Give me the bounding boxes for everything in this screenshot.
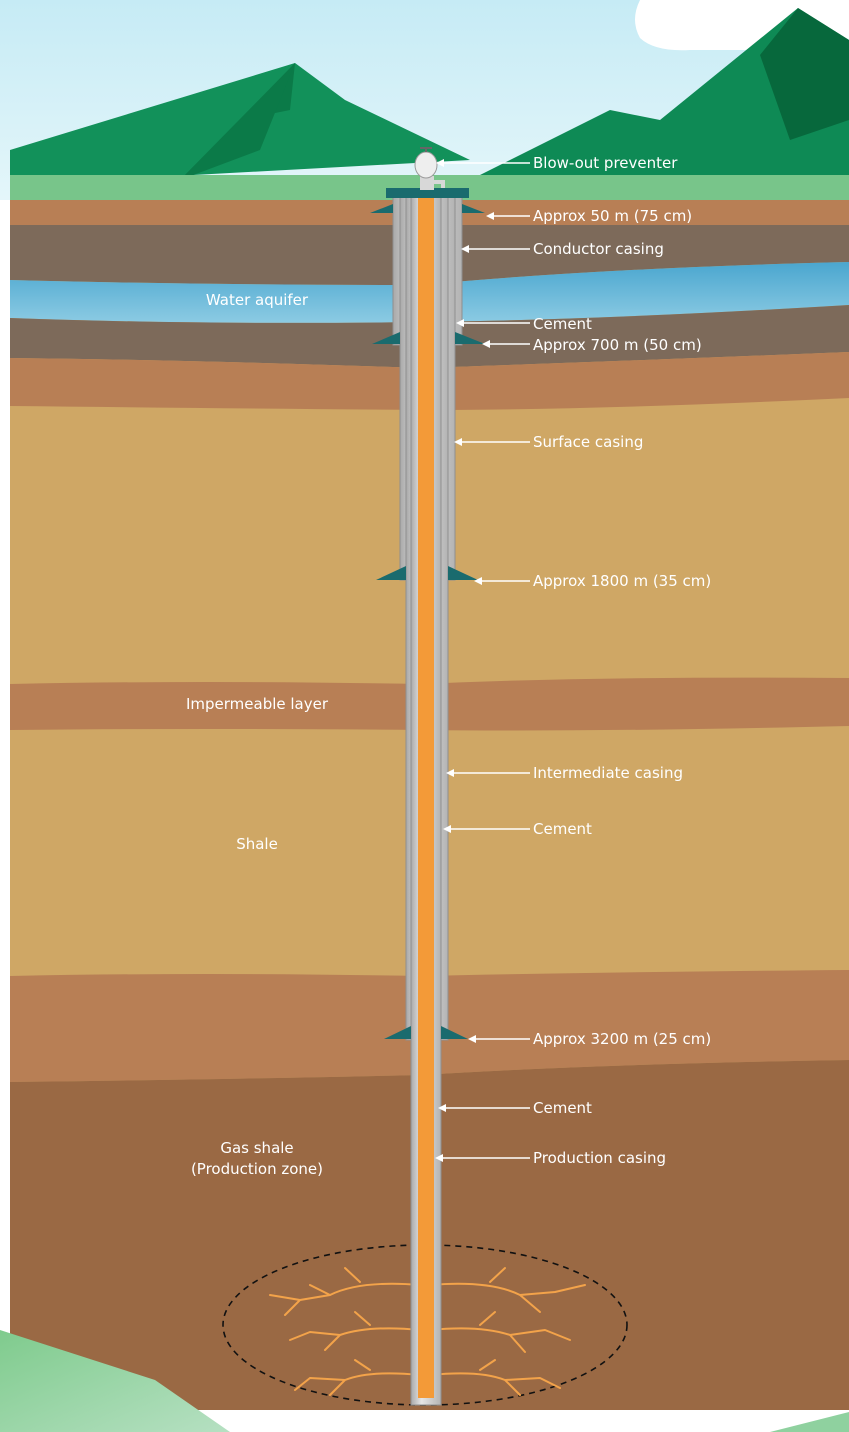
label-cement-middle: Cement <box>533 820 592 838</box>
arrow-cement-upper <box>456 319 530 327</box>
label-gas-shale: Gas shale <box>220 1139 293 1157</box>
label-approx-700m: Approx 700 m (50 cm) <box>533 336 702 354</box>
arrow-surface-casing <box>454 438 530 446</box>
arrow-production-casing <box>435 1154 530 1162</box>
blowout-preventer-icon <box>414 151 438 179</box>
label-approx-50m: Approx 50 m (75 cm) <box>533 207 692 225</box>
arrow-intermediate-casing <box>446 769 530 777</box>
arrow-50m <box>486 212 530 220</box>
annotation-labels: Blow-out preventer Approx 50 m (75 cm) C… <box>533 154 711 1167</box>
mountains <box>10 8 849 185</box>
shoe-50m <box>370 204 485 213</box>
label-conductor-casing: Conductor casing <box>533 240 664 258</box>
label-intermediate-casing: Intermediate casing <box>533 764 683 782</box>
label-cement-lower: Cement <box>533 1099 592 1117</box>
casing-shoes <box>370 204 485 1039</box>
label-production-zone: (Production zone) <box>191 1160 323 1178</box>
arrow-blowout-preventer <box>436 159 530 167</box>
layer-labels: Water aquifer Impermeable layer Shale Ga… <box>186 291 329 1178</box>
label-blowout-preventer: Blow-out preventer <box>533 154 678 172</box>
annotation-arrows <box>435 159 530 1162</box>
shoe-3200m <box>384 1026 468 1039</box>
label-water-aquifer: Water aquifer <box>206 291 309 309</box>
arrow-1800m <box>474 577 530 585</box>
arrow-conductor-casing <box>461 245 530 253</box>
label-surface-casing: Surface casing <box>533 433 643 451</box>
label-impermeable-layer: Impermeable layer <box>186 695 329 713</box>
well-casings <box>392 194 463 1406</box>
grass-corner-right <box>770 1412 849 1432</box>
grass-corner-left <box>0 1330 230 1432</box>
arrow-700m <box>482 340 530 348</box>
wellhead <box>386 147 469 198</box>
arrow-cement-lower <box>438 1104 530 1112</box>
well-bore-core <box>418 198 434 1398</box>
arrow-cement-middle <box>443 825 530 833</box>
label-approx-1800m: Approx 1800 m (35 cm) <box>533 572 711 590</box>
shoe-1800m <box>376 566 478 580</box>
label-shale: Shale <box>236 835 278 853</box>
label-approx-3200m: Approx 3200 m (25 cm) <box>533 1030 711 1048</box>
arrow-3200m <box>468 1035 530 1043</box>
label-cement-upper: Cement <box>533 315 592 333</box>
label-production-casing: Production casing <box>533 1149 666 1167</box>
shoe-700m <box>372 332 485 344</box>
